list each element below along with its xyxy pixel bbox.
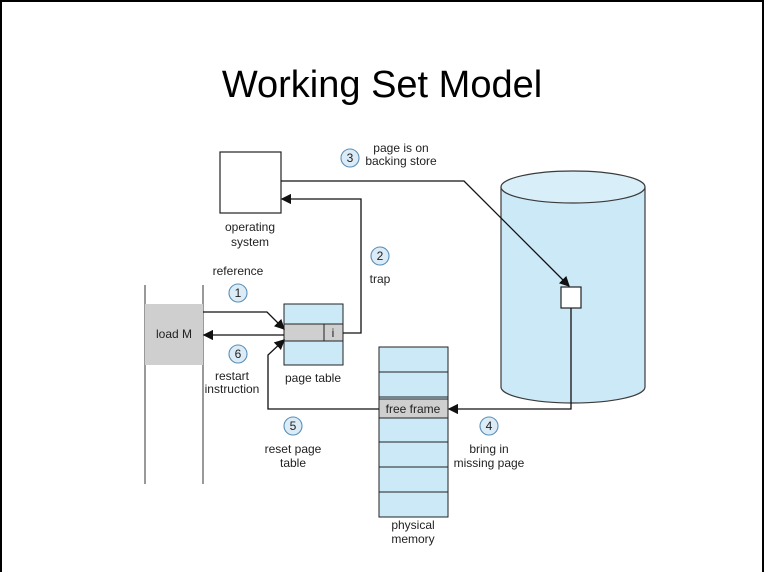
backing-store-top xyxy=(500,170,646,204)
arrow-reset-page-table xyxy=(267,339,379,410)
step-2-number: 2 xyxy=(377,249,384,263)
bring-in-label-line2: missing page xyxy=(454,456,525,470)
load-m-instruction xyxy=(145,304,203,365)
step-5-number: 5 xyxy=(290,419,297,433)
step-6-circle xyxy=(228,344,248,364)
load-m-label: load M xyxy=(156,327,192,341)
arrow-trap xyxy=(280,193,362,334)
arrow-reference xyxy=(203,311,285,330)
step-1-circle xyxy=(228,283,248,303)
operating-system-box xyxy=(219,151,282,214)
os-label-line2: system xyxy=(231,235,269,249)
physical-memory xyxy=(378,346,449,518)
physical-memory-label-line2: memory xyxy=(391,532,434,546)
arrow-bring-in-page xyxy=(447,308,572,415)
slide-title: Working Set Model xyxy=(221,64,543,106)
os-label-line1: operating xyxy=(225,220,275,234)
invalid-bit-label: i xyxy=(332,326,335,340)
restart-label-line2: instruction xyxy=(205,382,260,396)
free-frame-label: free frame xyxy=(386,402,441,416)
reset-page-label-line2: table xyxy=(280,456,306,470)
page-table-label: page table xyxy=(285,371,341,385)
step-5-circle xyxy=(283,416,303,436)
trap-label: trap xyxy=(370,272,391,286)
backing-store-label-line2: backing store xyxy=(365,154,437,168)
backing-store-label-line1: page is on xyxy=(373,141,428,155)
arrow-page-on-backing-store xyxy=(281,180,570,287)
reset-page-label-line1: reset page xyxy=(265,442,322,456)
step-4-circle xyxy=(479,416,499,436)
physical-memory-label-line1: physical xyxy=(391,518,434,532)
step-2-circle xyxy=(370,246,390,266)
step-1-number: 1 xyxy=(235,286,242,300)
step-3-circle xyxy=(340,148,360,168)
step-6-number: 6 xyxy=(235,347,242,361)
step-3-number: 3 xyxy=(347,151,354,165)
step-4-number: 4 xyxy=(486,419,493,433)
backing-store-page xyxy=(560,286,582,309)
reference-label: reference xyxy=(213,264,264,278)
restart-label-line1: restart xyxy=(215,369,250,383)
bring-in-label-line1: bring in xyxy=(469,442,508,456)
